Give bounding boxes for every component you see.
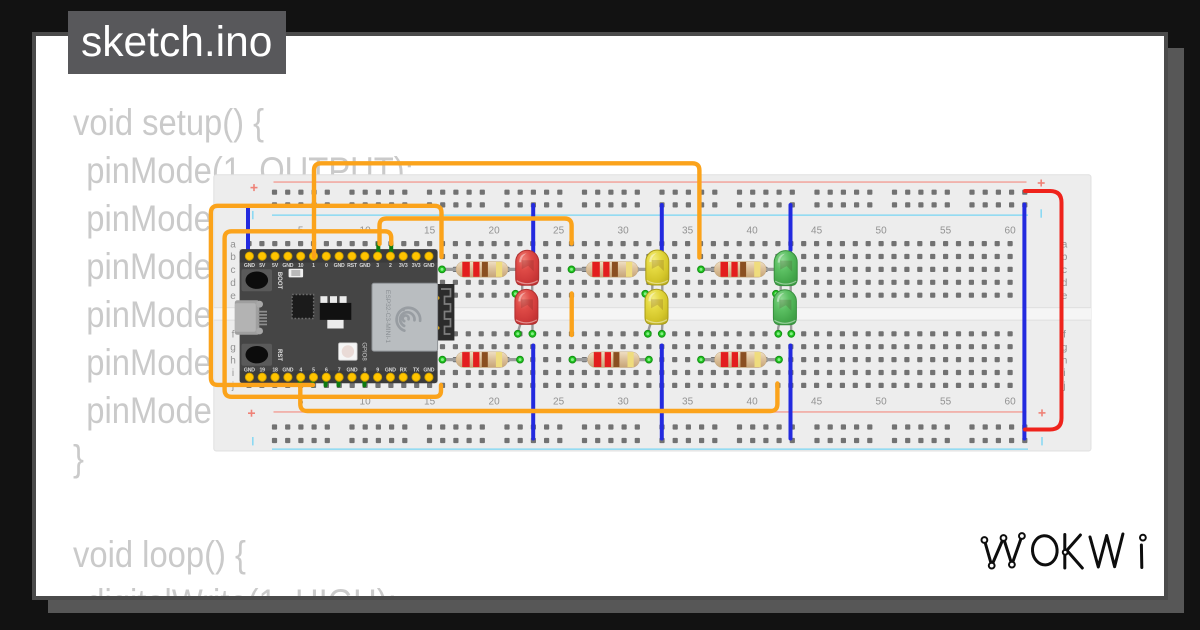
svg-text:3: 3 [376, 263, 379, 269]
svg-text:a: a [1062, 239, 1068, 250]
svg-text:GND: GND [244, 368, 255, 374]
svg-text:25: 25 [553, 396, 565, 407]
svg-text:20: 20 [489, 226, 501, 237]
svg-text:3V3: 3V3 [412, 263, 421, 269]
svg-text:35: 35 [682, 226, 694, 237]
svg-text:d: d [230, 278, 236, 289]
svg-text:a: a [230, 239, 236, 250]
svg-text:GND: GND [385, 368, 396, 374]
svg-text:20: 20 [489, 396, 501, 407]
svg-text:5V: 5V [272, 263, 279, 269]
svg-text:GND: GND [282, 368, 293, 374]
svg-text:h: h [230, 355, 236, 366]
svg-text:5: 5 [312, 368, 315, 374]
svg-text:g: g [230, 342, 236, 353]
svg-text:25: 25 [553, 226, 565, 237]
svg-text:BOOT: BOOT [276, 272, 282, 290]
svg-text:60: 60 [1005, 396, 1017, 407]
svg-text:ESP32-C3-MINI-1: ESP32-C3-MINI-1 [384, 290, 391, 343]
svg-text:3V3: 3V3 [399, 263, 408, 269]
svg-text:GND: GND [282, 263, 293, 269]
svg-text:19: 19 [260, 368, 266, 374]
svg-text:10: 10 [360, 396, 372, 407]
svg-text:50: 50 [876, 226, 888, 237]
svg-text:GND: GND [359, 263, 370, 269]
svg-text:RX: RX [400, 368, 408, 374]
svg-text:TX: TX [413, 368, 420, 374]
svg-text:i: i [1063, 368, 1065, 379]
svg-text:GND: GND [244, 263, 255, 269]
svg-text:15: 15 [424, 396, 436, 407]
svg-text:4: 4 [299, 368, 302, 374]
svg-text:45: 45 [811, 226, 823, 237]
svg-text:60: 60 [1005, 226, 1017, 237]
svg-text:40: 40 [747, 226, 759, 237]
svg-text:40: 40 [747, 396, 759, 407]
svg-text:55: 55 [940, 396, 952, 407]
svg-text:i: i [232, 368, 234, 379]
svg-text:c: c [1062, 265, 1067, 276]
svg-text:7: 7 [338, 368, 341, 374]
svg-text:55: 55 [940, 226, 952, 237]
svg-text:50: 50 [876, 396, 888, 407]
svg-text:g: g [1062, 342, 1068, 353]
svg-text:GPIO8: GPIO8 [361, 342, 367, 361]
svg-text:0: 0 [325, 263, 328, 269]
svg-text:GND: GND [334, 263, 345, 269]
svg-text:9: 9 [376, 368, 379, 374]
svg-text:GND: GND [423, 368, 434, 374]
svg-text:2: 2 [389, 263, 392, 269]
svg-text:h: h [1062, 355, 1068, 366]
svg-text:5V: 5V [259, 263, 266, 269]
svg-text:30: 30 [618, 396, 630, 407]
svg-text:18: 18 [272, 368, 278, 374]
svg-text:d: d [1062, 278, 1068, 289]
svg-text:30: 30 [618, 226, 630, 237]
svg-text:e: e [230, 291, 236, 302]
svg-text:10: 10 [298, 263, 304, 269]
svg-text:RST: RST [347, 263, 358, 269]
svg-text:15: 15 [424, 226, 436, 237]
svg-text:b: b [230, 252, 236, 263]
svg-text:b: b [1062, 252, 1068, 263]
svg-text:8: 8 [363, 368, 366, 374]
svg-text:RST: RST [276, 349, 282, 361]
svg-text:c: c [231, 265, 236, 276]
svg-text:GND: GND [347, 368, 358, 374]
svg-text:6: 6 [325, 368, 328, 374]
svg-text:1: 1 [312, 263, 315, 269]
svg-text:e: e [1062, 291, 1068, 302]
svg-text:GND: GND [423, 263, 434, 269]
svg-text:f: f [232, 330, 235, 341]
svg-text:45: 45 [811, 396, 823, 407]
svg-text:j: j [1062, 381, 1065, 392]
svg-text:f: f [1063, 330, 1066, 341]
svg-text:35: 35 [682, 396, 694, 407]
